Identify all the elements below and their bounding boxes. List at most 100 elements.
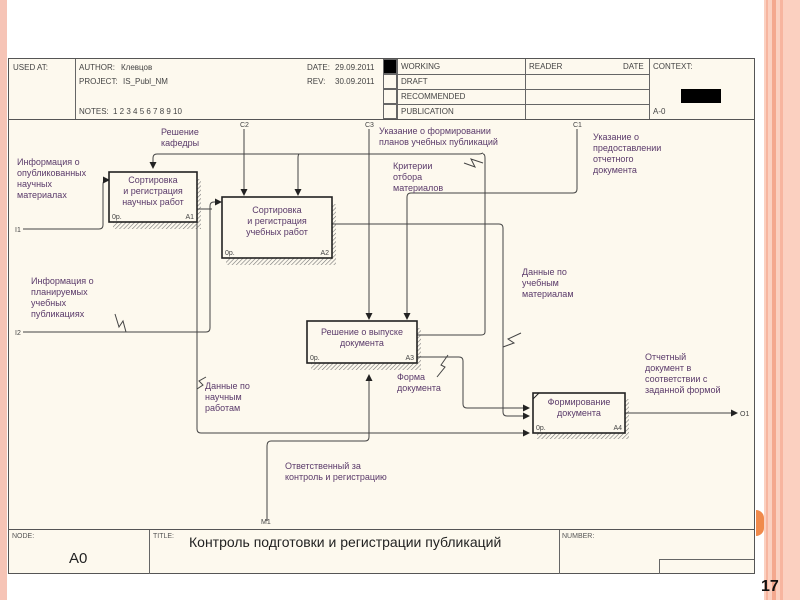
author-value: Клевцов (121, 63, 153, 72)
label-study-3: материалам (522, 289, 574, 299)
squiggle-sci (196, 376, 207, 390)
code-c2: C2 (240, 122, 249, 129)
title-label: TITLE: (153, 533, 175, 540)
label-criteria-3: материалов (393, 183, 443, 193)
label-output-1: Отчетный (645, 352, 686, 362)
status-draft: DRAFT (401, 77, 428, 86)
box-a1-line-1: Сортировка (128, 175, 177, 185)
box-a1-number: A1 (185, 214, 194, 221)
box-a4 (532, 392, 626, 434)
divider (659, 559, 660, 574)
context-label: CONTEXT: (653, 62, 693, 71)
arrow-decision-to-a2 (294, 153, 302, 196)
rev-value: 30.09.2011 (335, 77, 375, 86)
date-value: 29.09.2011 (335, 63, 375, 72)
squiggle-study (502, 332, 522, 348)
project-value: IS_Publ_NM (123, 77, 168, 86)
label-form-2: документа (397, 383, 441, 393)
box-a4-line-1: Формирование (548, 397, 611, 407)
arrow-m1 (266, 374, 373, 521)
slide-page-number: 17 (761, 578, 779, 595)
code-c1: C1 (573, 122, 582, 129)
label-i1-2: опубликованных (17, 168, 87, 178)
box-a2-line-3: учебных работ (246, 227, 308, 237)
notes-value: 1 2 3 4 5 6 7 8 9 10 (113, 107, 182, 116)
arrow-decision-to-a1 (149, 152, 484, 169)
label-sci-1: Данные по (205, 381, 250, 391)
code-i1: I1 (15, 227, 21, 234)
idef0-sheet: USED AT: AUTHOR: Клевцов PROJECT: IS_Pub… (8, 58, 755, 574)
arrow-sci-data (196, 200, 530, 437)
rev-label: REV: (307, 77, 326, 86)
date-label: DATE: (307, 63, 330, 72)
box-a4-line-2: документа (557, 408, 601, 418)
node-value: A0 (69, 550, 88, 567)
diagram-title: Контроль подготовки и регистрации публик… (189, 534, 502, 550)
box-a2-line-1: Сортировка (252, 205, 301, 215)
box-a3-line-2: документа (340, 338, 384, 348)
arrow-i1 (23, 176, 110, 230)
notes-label: NOTES: (79, 107, 109, 116)
deco-stripe (780, 0, 783, 600)
label-criteria-2: отбора (393, 172, 422, 182)
label-output-2: документ в (645, 363, 691, 373)
label-sci-2: научным (205, 392, 242, 402)
label-study-2: учебным (522, 278, 559, 288)
slide-left-accent-bar (0, 0, 7, 600)
divider (383, 74, 649, 75)
label-form-1: Форма (397, 372, 425, 382)
label-i1-1: Информация о (17, 157, 80, 167)
status-publication: PUBLICATION (401, 107, 454, 116)
arrow-study-data (332, 223, 530, 420)
divider (383, 104, 649, 105)
box-a4-cost: 0р. (536, 425, 546, 432)
reader-date-label: DATE (623, 62, 644, 71)
divider (75, 59, 76, 119)
label-i2-1: Информация о (31, 276, 94, 286)
box-a3-line-1: Решение о выпуске (321, 327, 403, 337)
label-c1-1: Указание о (593, 132, 639, 142)
code-i2: I2 (15, 330, 21, 337)
arrow-form (417, 356, 530, 412)
reader-label: READER (529, 62, 563, 71)
label-c1-4: документа (593, 165, 637, 175)
context-thumbnail (681, 89, 721, 103)
arrow-i2 (23, 198, 222, 333)
code-m1: M1 (261, 519, 271, 526)
arrow-c1 (403, 129, 578, 320)
box-a3-cost: 0р. (310, 355, 320, 362)
label-study-1: Данные по (522, 267, 567, 277)
box-a2-cost: 0р. (225, 250, 235, 257)
label-c1-2: предоставлении (593, 143, 661, 153)
idef0-diagram: Сортировка и регистрация научных работ С… (15, 122, 749, 526)
label-i2-3: учебных (31, 298, 67, 308)
context-node: A-0 (653, 107, 666, 116)
label-c2-1: Решение (161, 127, 199, 137)
box-a1-line-3: научных работ (122, 197, 184, 207)
divider (659, 559, 754, 560)
label-mech-1: Ответственный за (285, 461, 361, 471)
code-c3: C3 (365, 122, 374, 129)
label-c1-3: отчетного (593, 154, 634, 164)
box-a1-cost: 0р. (112, 214, 122, 221)
diagram-footer: NODE: A0 TITLE: Контроль подготовки и ре… (9, 529, 754, 574)
used-at-label: USED AT: (13, 63, 48, 72)
squiggle-form (436, 354, 449, 378)
label-output-3: соответствии с (645, 374, 708, 384)
box-a1 (108, 171, 198, 223)
status-indicator-working (383, 59, 397, 74)
label-c2-2: кафедры (161, 138, 199, 148)
label-c3-1: Указание о формировании (379, 126, 491, 136)
box-a2 (221, 196, 333, 259)
deco-stripe (766, 0, 768, 600)
box-a3-number: A3 (405, 355, 414, 362)
squiggle-c3 (463, 158, 484, 168)
divider (649, 59, 650, 119)
status-working: WORKING (401, 62, 441, 71)
divider (525, 59, 526, 119)
divider (383, 89, 649, 90)
arrow-c3-loop (417, 153, 486, 336)
node-label: NODE: (12, 533, 35, 540)
project-label: PROJECT: (79, 77, 118, 86)
status-recommended: RECOMMENDED (401, 92, 466, 101)
